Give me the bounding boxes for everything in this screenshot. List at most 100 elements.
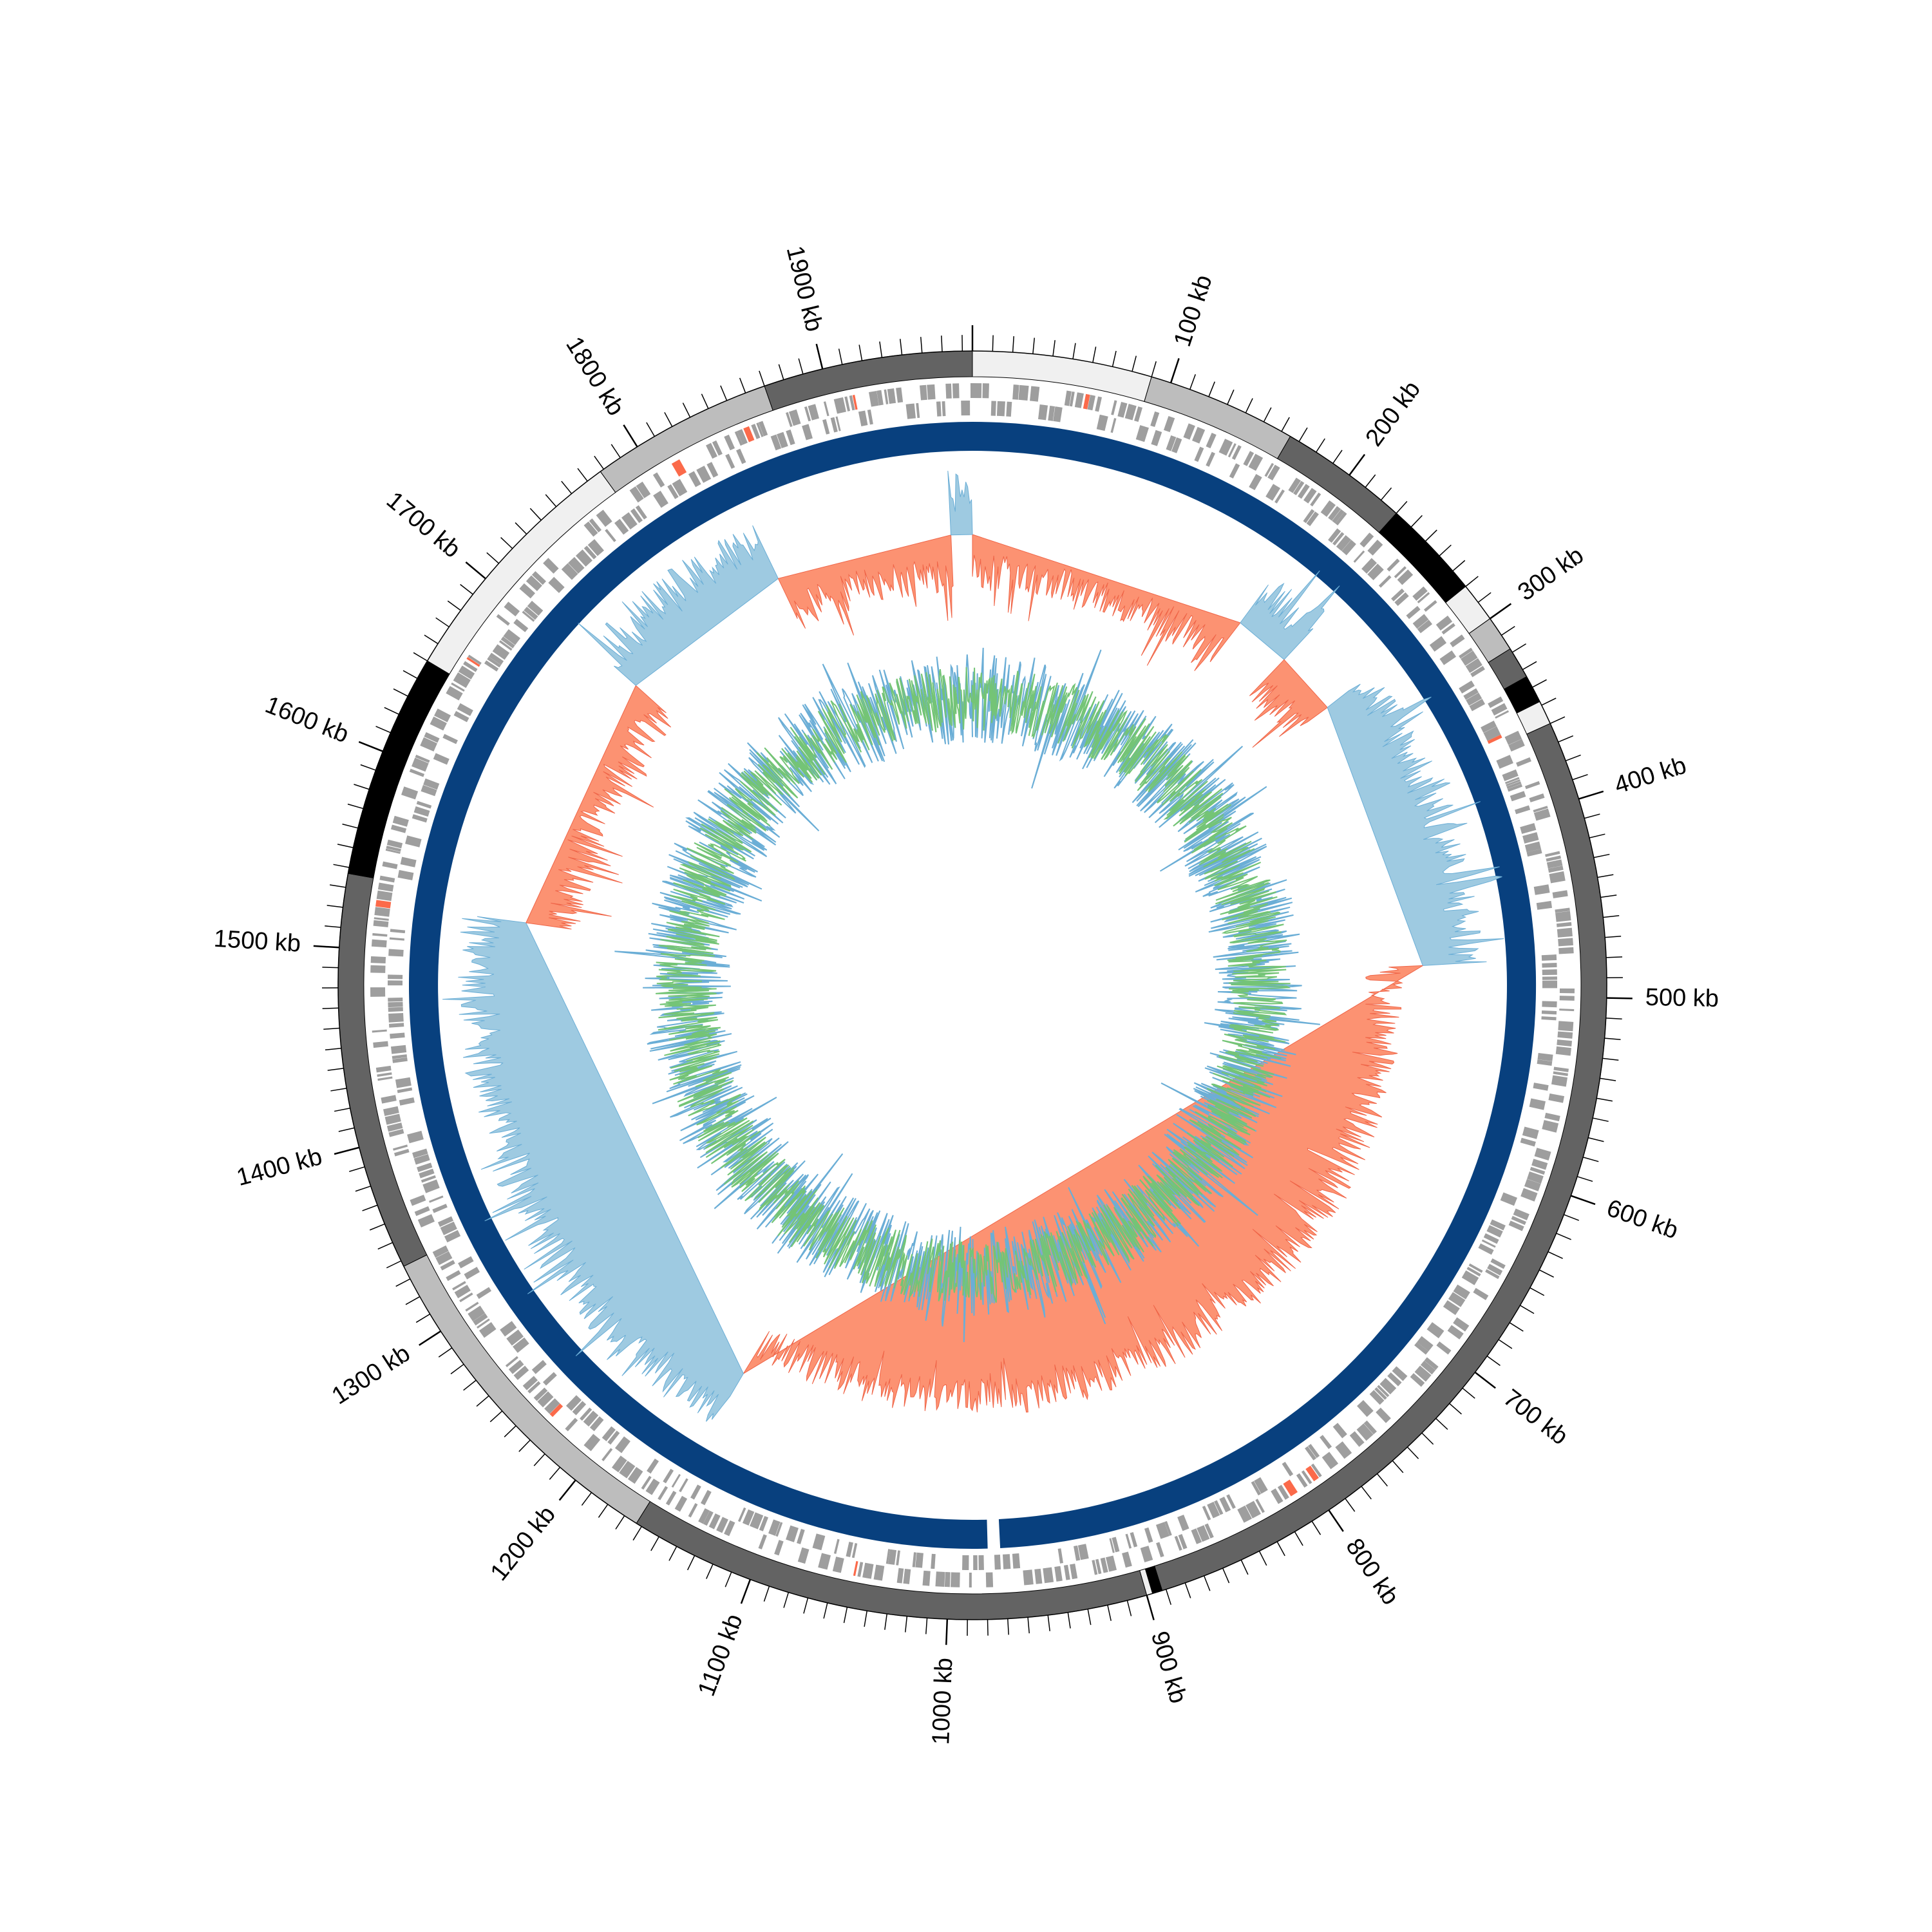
coordinate-label: 1500 kb (213, 925, 301, 958)
feature (1332, 532, 1345, 545)
feature (488, 652, 504, 665)
minor-tick (447, 600, 461, 611)
feature (414, 1206, 430, 1217)
coordinate-label: 1200 kb (486, 1501, 561, 1586)
feature (629, 486, 644, 503)
feature (1524, 841, 1541, 853)
minor-tick (1587, 1137, 1604, 1142)
feature (665, 1490, 677, 1506)
minor-tick (1465, 576, 1479, 587)
feature (804, 406, 811, 422)
minor-tick (342, 823, 358, 829)
feature (410, 1195, 426, 1206)
feature (1301, 1470, 1312, 1484)
feature (1069, 391, 1075, 407)
major-tick (1490, 603, 1512, 620)
feature (1156, 1542, 1164, 1558)
feature (1124, 404, 1137, 421)
minor-tick (1605, 1018, 1622, 1019)
feature (1206, 451, 1215, 467)
feature (444, 1229, 461, 1243)
feature (896, 1550, 900, 1566)
feature (858, 410, 868, 426)
minor-tick (1572, 773, 1588, 781)
feature (473, 1313, 488, 1326)
feature (869, 390, 879, 407)
gc-skew-negative (1240, 570, 1340, 660)
feature (1520, 822, 1537, 834)
minor-tick (1298, 427, 1308, 442)
feature (1495, 710, 1510, 719)
feature (565, 1417, 578, 1432)
minor-tick (435, 617, 450, 628)
feature (389, 937, 404, 941)
feature (1063, 1564, 1070, 1580)
minor-tick (783, 1592, 790, 1608)
minor-tick (323, 1027, 340, 1030)
feature (424, 732, 440, 743)
feature (1487, 734, 1502, 744)
feature (1053, 406, 1063, 422)
minor-tick (884, 1613, 887, 1630)
minor-tick (1126, 1600, 1132, 1616)
feature (1490, 1219, 1506, 1231)
feature (1426, 1322, 1444, 1339)
feature (1359, 533, 1374, 548)
feature (395, 1077, 412, 1088)
minor-tick (739, 377, 746, 393)
minor-tick (1558, 735, 1574, 743)
feature (652, 472, 665, 488)
minor-tick (354, 784, 370, 790)
feature (457, 703, 473, 716)
feature (920, 384, 927, 401)
feature (614, 518, 629, 535)
feature (1542, 980, 1558, 989)
minor-tick (864, 1611, 867, 1627)
feature (846, 1542, 853, 1557)
gc-skew-negative (1327, 683, 1504, 966)
feature (1542, 1001, 1557, 1008)
feature (1542, 969, 1557, 976)
feature (1237, 1505, 1253, 1523)
minor-tick (337, 844, 354, 849)
minor-tick (1530, 1287, 1545, 1296)
minor-tick (1600, 1077, 1616, 1081)
feature (887, 1549, 897, 1565)
feature (1391, 588, 1405, 601)
feature (446, 1270, 461, 1282)
feature (434, 708, 451, 723)
minor-tick (1522, 661, 1537, 670)
feature (1515, 805, 1531, 815)
feature (477, 1318, 490, 1329)
minor-tick (1435, 1418, 1448, 1430)
feature (466, 657, 480, 667)
feature (531, 571, 547, 585)
feature (1468, 1263, 1483, 1273)
minor-tick (1511, 643, 1526, 653)
feature (468, 654, 482, 665)
minor-tick (763, 1586, 770, 1602)
feature (1410, 1373, 1425, 1387)
feature (1006, 401, 1012, 417)
feature (912, 1552, 917, 1567)
feature (1459, 680, 1475, 694)
minor-tick (1032, 337, 1035, 354)
minor-tick (1498, 1339, 1513, 1349)
feature (430, 716, 447, 731)
minor-tick (1345, 1498, 1356, 1512)
minor-tick (879, 341, 883, 358)
coordinate-label: 600 kb (1604, 1195, 1682, 1244)
feature (1531, 1159, 1548, 1170)
feature (572, 1401, 587, 1416)
feature (372, 1029, 387, 1033)
minor-tick (1549, 716, 1566, 724)
feature (422, 1179, 440, 1193)
minor-tick (1556, 1233, 1571, 1240)
feature (849, 395, 855, 411)
feature (1508, 1220, 1524, 1231)
feature (922, 1570, 931, 1586)
feature (1541, 954, 1557, 961)
minor-tick (515, 522, 527, 535)
minor-tick (1600, 895, 1617, 898)
feature (818, 1553, 831, 1570)
